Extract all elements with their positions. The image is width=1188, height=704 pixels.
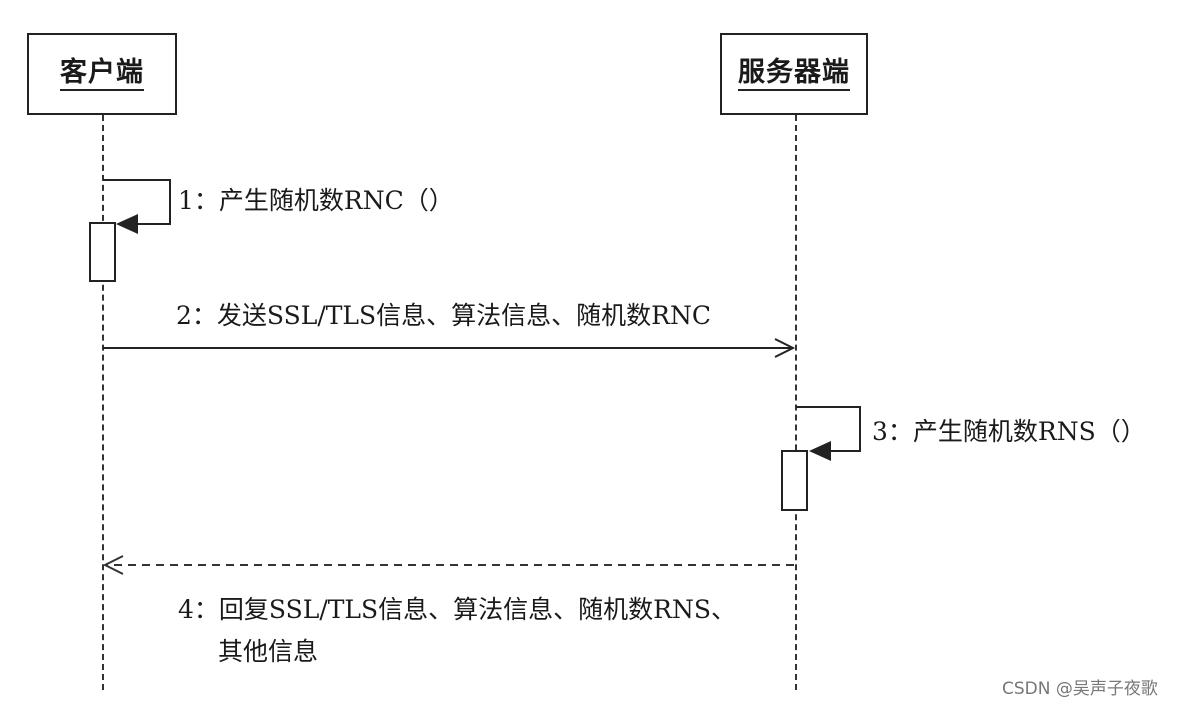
self-message-3-arrow	[796, 406, 861, 461]
participant-server: 服务器端	[720, 33, 868, 115]
message-4-return-arrow	[102, 555, 794, 575]
message-2-arrow	[103, 338, 796, 358]
message-1-label: 1：产生随机数RNC（）	[178, 186, 454, 215]
participant-client-label: 客户端	[60, 57, 144, 91]
server-activation-bar	[781, 450, 808, 511]
self-message-1-arrow	[103, 179, 171, 234]
watermark: CSDN @吴声子夜歌	[1002, 679, 1158, 699]
message-2-label: 2：发送SSL/TLS信息、算法信息、随机数RNC	[176, 301, 711, 330]
message-4-label-line2: 其他信息	[218, 637, 319, 666]
server-lifeline	[795, 115, 797, 690]
client-activation-bar	[89, 222, 116, 282]
participant-server-label: 服务器端	[738, 57, 850, 91]
message-4-label-line1: 4：回复SSL/TLS信息、算法信息、随机数RNS、	[178, 595, 736, 624]
message-3-label: 3：产生随机数RNS（）	[872, 417, 1146, 446]
client-lifeline	[102, 115, 104, 690]
participant-client: 客户端	[27, 33, 177, 115]
